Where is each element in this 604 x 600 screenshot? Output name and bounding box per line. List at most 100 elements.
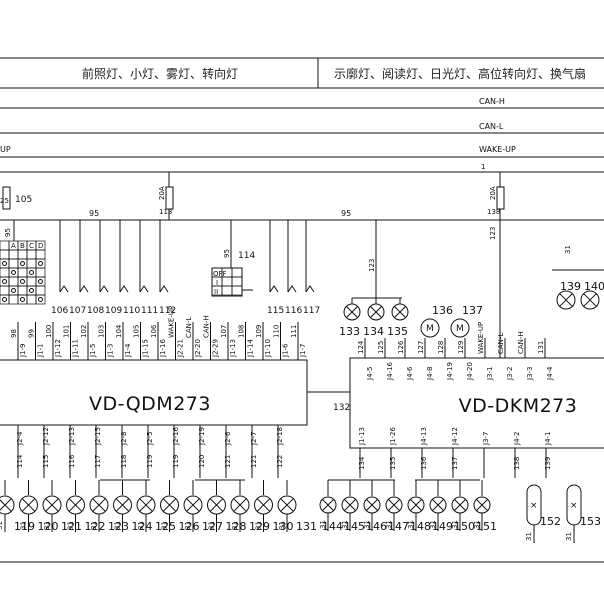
- dkm-top-pin-label-9: J4-4: [546, 366, 554, 381]
- switch-grid-cell: [0, 258, 10, 269]
- dkm-right-lamp-0-cross: [559, 293, 573, 307]
- qdm-top-pin-wire-label-7: 105: [133, 325, 141, 338]
- dkm-top-pin-wire-label-8: CAN-H: [517, 331, 525, 354]
- switch-114-cell: [221, 276, 233, 287]
- dkm-bottom-pin-wire-label-0: 134: [358, 456, 366, 470]
- switch-grid-dot: [2, 297, 7, 302]
- qdm-top-pin-label-3: J1-11: [72, 339, 80, 358]
- wire-95-left-label: 95: [89, 209, 99, 218]
- qdm-lamp-5: [113, 495, 132, 515]
- dkm-right-lamp-0-circle: [556, 290, 576, 310]
- switch-grid-cell: [35, 285, 46, 296]
- switch-grid-dot: [29, 270, 34, 275]
- qdm-lamp-label-8: 127: [202, 520, 223, 533]
- switch-grid-cell: [17, 258, 28, 269]
- dkm-bottom-pin-label-1: J1-26: [389, 427, 397, 446]
- qdm-bottom-pin-wire-label-0: 114: [16, 454, 24, 468]
- fuse-left-id: 113: [159, 208, 172, 216]
- fuse-right: [496, 186, 505, 210]
- switch-grid-cell: [26, 249, 37, 260]
- qdm-top-pin-label-12: J1-13: [229, 339, 237, 358]
- qdm-top-pin-wire-label-16: 111: [290, 325, 298, 338]
- qdm-lamp-2-ground-label: 31: [43, 521, 51, 530]
- dkm-bottom-pin-label-2: J4-13: [420, 427, 428, 446]
- switch-grid-cell: [17, 249, 28, 260]
- fuse-small-rating: 25: [0, 197, 9, 205]
- switch-grid-cell: [26, 294, 37, 305]
- qdm-lamp-label-2: 121: [61, 520, 82, 533]
- qdm-bottom-pin-wire-label-6: 119: [172, 455, 180, 468]
- dkm-top-pin-label-4: J4-19: [446, 362, 454, 381]
- relay-115-switch-0: [269, 285, 279, 293]
- qdm-lamp-10-ground-label: 31: [231, 521, 239, 530]
- qdm-top-pin-label-14: J1-10: [264, 339, 272, 358]
- switch-grid-cell: [26, 276, 37, 287]
- switch-grid-cell: [0, 267, 10, 278]
- fuse-small: [2, 186, 11, 210]
- dkm-lamp-3-cross: [388, 499, 400, 511]
- qdm-relay-label-2: 117: [303, 306, 320, 316]
- switch-114-cell: [231, 285, 243, 296]
- dkm-top-pin-label-7: J3-2: [506, 367, 514, 382]
- qdm-lamp-11: [254, 495, 273, 515]
- qdm-lamp-12-ground-label: 31: [278, 521, 286, 530]
- switch-grid-cell: [8, 294, 19, 305]
- fuse-left-rating: 20A: [158, 186, 166, 200]
- switch-grid-cell: [0, 285, 10, 296]
- qdm-lamp-4-ground-label: 31: [90, 521, 98, 530]
- dkm-lamp-0-ground-label: 31: [319, 520, 327, 529]
- qdm-top-pin-label-8: J1-16: [159, 339, 167, 358]
- dkm-lamp-label-5: 149: [432, 520, 453, 533]
- switch-grid-dot: [29, 288, 34, 293]
- qdm-lamp-label-9: 128: [226, 520, 247, 533]
- wake-up-label: WAKE-UP: [479, 145, 516, 154]
- qdm-bottom-pin-wire-label-1: 115: [42, 455, 50, 468]
- qdm-input-label-5: 111: [141, 306, 158, 316]
- qdm-top-pin-wire-label-12: 107: [220, 325, 228, 338]
- dkm-top-lamp-label-2: 135: [387, 325, 408, 338]
- dkm-module-box: [349, 357, 604, 449]
- qdm-lamp-label-10: 129: [249, 520, 270, 533]
- dkm-lamp-7: [473, 496, 491, 514]
- switch-114-wire: 95: [223, 249, 231, 258]
- switch-grid-cell: [8, 285, 19, 296]
- qdm-lamp-3: [66, 495, 85, 515]
- qdm-lamp-11-ground-label: 31: [255, 521, 263, 530]
- line-1-label: 1: [481, 163, 485, 171]
- dkm-lamp-4: [407, 496, 425, 514]
- qdm-lamp-10-cross: [233, 498, 247, 512]
- qdm-lamp-7-ground-label: 31: [161, 521, 169, 530]
- qdm-input-label-2: 108: [87, 306, 104, 316]
- switch-grid-cell: [35, 258, 46, 269]
- qdm-top-pin-label-0: J1-9: [19, 344, 27, 359]
- qdm-lamp-3-cross: [68, 498, 83, 512]
- dkm-right-lamp-1-circle: [580, 290, 600, 310]
- qdm-bottom-pin-label-0: J2-4: [16, 431, 24, 446]
- dkm-right-lamp-0: [556, 290, 576, 310]
- fuse-right-id: 138: [487, 208, 500, 216]
- qdm-bottom-pin-label-7: J2-19: [198, 427, 206, 446]
- switch-grid-dot: [2, 261, 7, 266]
- dkm-lamp-5-ground-label: 31: [429, 520, 437, 529]
- qdm-lamp-12: [277, 495, 297, 515]
- tube-1-ground-label: 31: [565, 532, 573, 541]
- qdm-lamp-3-ground-label: 31: [67, 521, 75, 530]
- qdm-lamp-2: [42, 495, 62, 515]
- switch-grid-cell: [17, 285, 28, 296]
- qdm-lamp-12-cross: [280, 498, 294, 512]
- dkm-bottom-pin-label-5: J4-2: [513, 432, 521, 447]
- dkm-top-lamp-label-0: 133: [339, 325, 360, 338]
- dkm-lamp-3-ground-label: 31: [385, 520, 393, 529]
- qdm-top-pin-label-9: J2-21: [177, 339, 185, 358]
- dkm-lamp-5: [429, 496, 447, 514]
- dkm-lamp-0-cross: [322, 499, 334, 511]
- qdm-lamp-label-1: 120: [38, 520, 59, 533]
- qdm-lamp-1-ground-label: 31: [20, 521, 28, 530]
- switch-grid-cell: [35, 267, 46, 278]
- dkm-module-label: VD-DKM273: [459, 395, 578, 417]
- dkm-bottom-pin-wire-label-6: 139: [544, 457, 552, 470]
- switch-grid-wire-95: 95: [4, 228, 12, 237]
- dkm-bottom-pin-label-6: J4-1: [544, 432, 552, 447]
- qdm-top-pin-wire-label-11: CAN-H: [203, 315, 211, 338]
- qdm-lamp-9: [207, 495, 226, 515]
